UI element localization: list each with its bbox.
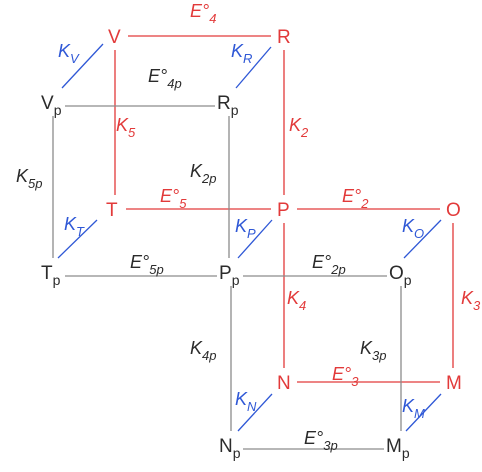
label-k4: K4 [287,288,306,313]
label-k4p: K4p [190,338,216,363]
node-o: O [446,200,461,221]
label-k5: K5 [116,115,136,140]
label-kn: KN [235,389,257,414]
edges-layer [52,35,454,450]
label-k2p: K2p [190,161,216,186]
edge-r-rp [235,46,272,89]
label-k3p: K3p [360,338,386,363]
edge-v-vp [61,43,104,89]
edge-m-mp [405,393,442,432]
label-kr: KR [231,41,252,66]
node-rp: Rp [217,93,239,118]
label-e4: E°4 [190,1,216,26]
label-e2: E°2 [342,186,369,211]
edge-n-np [237,393,273,432]
edge-t-tp [57,219,98,259]
node-t: T [106,200,118,221]
node-r: R [277,27,291,48]
node-v: V [108,27,121,48]
node-p: P [277,200,290,221]
label-k5p: K5p [16,166,42,191]
label-e3p: E°3p [304,428,338,453]
label-ko: KO [402,216,424,241]
edge-o-op [403,219,442,259]
label-e2p: E°2p [312,252,346,277]
label-e4p: E°4p [148,66,182,91]
label-k2: K2 [289,115,309,140]
label-e5: E°5 [160,186,187,211]
label-e3: E°3 [332,364,359,389]
label-kv: KV [58,41,80,66]
label-km: KM [402,396,425,421]
node-n: N [277,373,291,394]
node-tp: Tp [41,263,61,288]
label-k3: K3 [461,288,481,313]
node-np: Np [219,436,241,461]
label-kp: KP [235,216,256,241]
node-pp: Pp [219,263,240,288]
node-vp: Vp [41,93,62,118]
node-op: Op [389,263,412,288]
label-kt: KT [64,214,85,239]
label-e5p: E°5p [130,252,164,277]
edge-p-pp [237,219,273,259]
node-mp: Mp [386,436,410,461]
node-m: M [446,373,462,394]
